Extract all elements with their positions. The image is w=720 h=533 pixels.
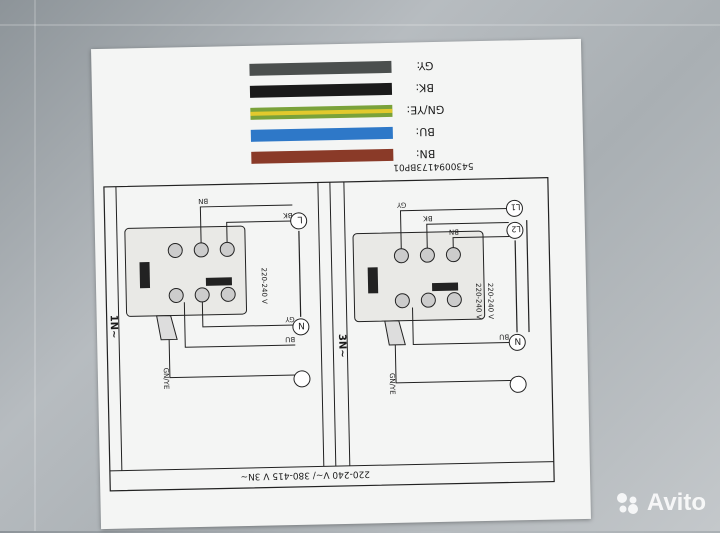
terminal-l2-label: L2 [511, 224, 521, 233]
voltage-right-1: 220-240 V [474, 283, 483, 320]
wire-gy-3n: GY [396, 201, 406, 209]
mode-1n: 1N~ [108, 315, 119, 339]
legend-code-bk: BK: [415, 81, 434, 94]
wire-bn-3n: BN [449, 228, 459, 236]
wire-bn: BN [198, 197, 208, 205]
wire-bk: BK [283, 211, 293, 219]
diagram-frame [103, 177, 555, 492]
terminal-n [292, 318, 310, 336]
earth-symbol-left [293, 370, 311, 388]
terminal-l2 [506, 221, 524, 239]
earth-symbol-right [509, 375, 527, 393]
mode-3n: 3N~ [336, 334, 347, 358]
wire-bu-3n: BU [499, 332, 509, 340]
terminal-l1-label: L1 [511, 202, 521, 211]
voltage-left: 220-240 V [260, 268, 269, 305]
part-number: 5430094173BP01 [393, 160, 474, 172]
voltage-right-2: 220-240 V [486, 283, 495, 320]
steel-edge-left [34, 0, 36, 531]
terminal-n-label: N [298, 320, 305, 330]
wire-gnye-3n: GN/YE [388, 373, 396, 395]
legend-swatch-gy [249, 60, 392, 76]
terminal-l1 [505, 199, 523, 217]
three-phase-diagram: 3N~ GY BK BN BU GN/YE L1 L2 N [336, 199, 530, 395]
legend-swatch-bk [249, 82, 393, 98]
legend-code-gnye: GN/YE: [406, 103, 444, 117]
terminal-n-3n [508, 333, 526, 351]
diagram-divider [317, 182, 325, 467]
legend-swatch-gnye-stripe [250, 108, 393, 116]
legend-swatch-bu [250, 126, 393, 142]
avito-wordmark: Avito [646, 489, 706, 516]
terminal-block-left [124, 225, 248, 317]
legend-swatch-bn [251, 148, 394, 164]
supply-voltage-line: 220-240 V~/ 380-415 V 3N~ [240, 468, 370, 481]
wiring-diagram: GY: BK: GN/YE: BU: BN: 5430094173BP01 22… [103, 59, 555, 492]
single-phase-diagram: 1N~ BN BK GY BU GN/YE L N 220-240 V [108, 197, 311, 390]
wiring-label-card: GY: BK: GN/YE: BU: BN: 5430094173BP01 22… [91, 38, 591, 530]
wire-gy: GY [285, 315, 295, 323]
wire-bu: BU [285, 335, 295, 343]
terminal-n-3n-label: N [514, 335, 521, 345]
terminal-l-label: L [298, 214, 303, 224]
legend-code-gy: GY: [416, 59, 433, 72]
avito-watermark: Avito [613, 489, 706, 517]
legend-code-bn: BN: [416, 147, 436, 160]
avito-logo-icon [616, 493, 638, 514]
wire-gnye: GN/YE [162, 368, 170, 390]
wire-color-legend: GY: BK: GN/YE: BU: BN: [249, 59, 445, 164]
terminal-l [290, 212, 308, 230]
wire-bk-3n: BK [423, 214, 433, 222]
legend-code-bu: BU: [415, 125, 435, 138]
steel-edge-top [0, 24, 720, 26]
